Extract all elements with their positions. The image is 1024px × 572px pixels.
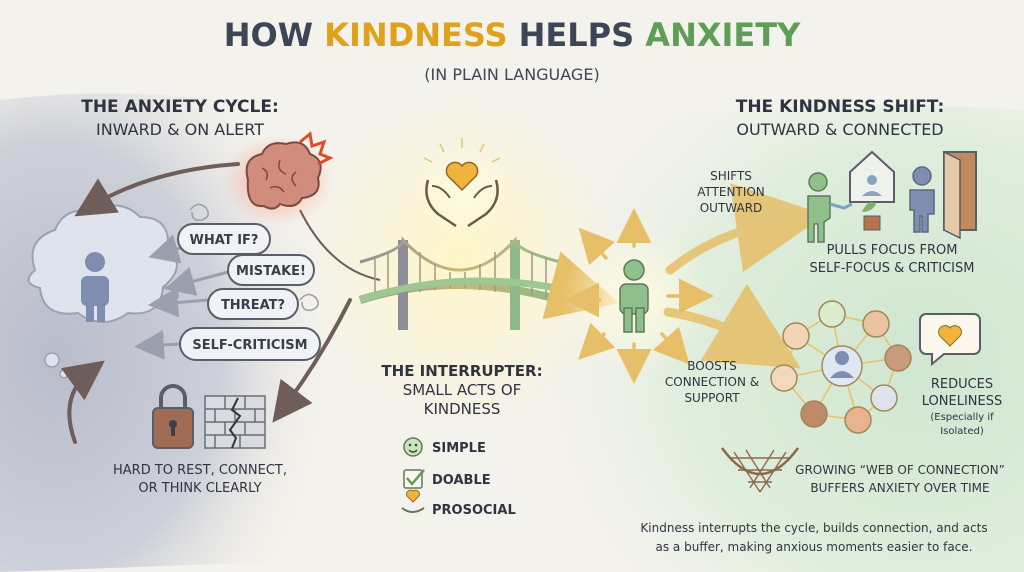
ray-up-left	[578, 227, 616, 266]
connection-web-nodes	[770, 300, 912, 434]
boosts-line3: SUPPORT	[684, 391, 740, 405]
heart-hands-icon	[425, 161, 499, 228]
boosts-line2: CONNECTION &	[665, 375, 759, 389]
door-icon	[909, 150, 977, 240]
thought-arrow-3	[148, 287, 209, 318]
boosts-line1: BOOSTS	[687, 359, 736, 373]
shift-arrow-lower	[663, 283, 801, 369]
interrupter-line3: KINDNESS	[424, 400, 501, 418]
shifts-line1: SHIFTS	[710, 169, 752, 183]
thought-what-if: WHAT IF?	[190, 233, 259, 248]
ray-down-left	[578, 322, 616, 360]
kindness-shift-heading: THE KINDNESS SHIFT:	[736, 97, 945, 117]
ray-down-right	[652, 326, 690, 365]
heart-rays	[423, 138, 501, 163]
web-line2: BUFFERS ANXIETY OVER TIME	[810, 481, 989, 495]
page-title: HOW KINDNESS HELPS ANXIETY	[224, 16, 801, 54]
cycle-caption-line1: HARD TO REST, CONNECT,	[113, 463, 287, 478]
kindness-shift-subheading: OUTWARD & CONNECTED	[736, 120, 943, 139]
chat-heart-icon	[919, 313, 981, 367]
web-line1: GROWING “WEB OF CONNECTION”	[795, 463, 1005, 477]
anxious-person-icon	[81, 252, 109, 322]
interrupter-item-simple: SIMPLE	[432, 441, 486, 456]
thought-threat: THREAT?	[221, 298, 285, 313]
thought-bubble-1	[177, 223, 271, 255]
calm-person-icon	[619, 259, 649, 333]
reduces-line1: REDUCES	[931, 377, 993, 392]
page-subtitle: (IN PLAIN LANGUAGE)	[424, 65, 599, 84]
interrupter-item-doable: DOABLE	[432, 473, 491, 488]
brain-to-bridge-line	[299, 209, 381, 281]
reduces-note-line1: (Especially if	[930, 412, 994, 423]
shift-arrow-upper	[665, 183, 826, 275]
thought-bubbles	[134, 223, 321, 361]
thought-bubble-4	[179, 327, 321, 361]
thought-arrow-2	[164, 266, 229, 296]
house-icon	[849, 150, 895, 203]
thought-self-criticism: SELF-CRITICISM	[192, 338, 307, 353]
interrupter-line1: THE INTERRUPTER:	[381, 362, 542, 380]
net-icon	[720, 447, 800, 493]
pulls-focus-line2: SELF-FOCUS & CRITICISM	[810, 261, 975, 276]
cycle-arrow-top	[74, 162, 240, 217]
anxiety-cycle-heading: THE ANXIETY CYCLE:	[81, 97, 279, 117]
alarm-burst-icon	[299, 131, 334, 166]
anxiety-cycle-subheading: INWARD & ON ALERT	[96, 120, 264, 139]
smiley-icon	[403, 437, 423, 457]
interrupter-item-prosocial: PROSOCIAL	[432, 503, 516, 518]
thought-bubble-3	[207, 288, 299, 320]
footer-line2: as a buffer, making anxious moments easi…	[656, 540, 973, 554]
pulls-focus-line1: PULLS FOCUS FROM	[827, 243, 958, 258]
reduces-line2: LONELINESS	[922, 394, 1002, 409]
center-glow	[300, 90, 620, 430]
anxious-person-cloud	[27, 204, 178, 379]
footer-line1: Kindness interrupts the cycle, builds co…	[640, 521, 987, 535]
thought-arrow-4	[134, 329, 181, 360]
cycle-arrow-down	[272, 298, 352, 423]
bridge-arrow	[358, 251, 620, 320]
cracked-wall-icon	[204, 395, 266, 449]
cycle-caption-line2: OR THINK CLEARLY	[138, 481, 261, 496]
brain-icon	[245, 141, 322, 210]
shifts-line2: ATTENTION	[697, 185, 765, 199]
reduces-note-line2: Isolated)	[940, 426, 984, 437]
heart-hand-icon	[401, 489, 425, 513]
watering-icon	[807, 172, 881, 243]
lock-icon	[152, 384, 194, 449]
thought-bubble-2	[227, 254, 315, 286]
shifts-line3: OUTWARD	[700, 201, 763, 215]
interrupter-line2: SMALL ACTS OF	[403, 381, 522, 399]
cycle-arrow-bottom-left	[60, 360, 105, 444]
checkbox-icon	[403, 469, 425, 489]
thought-mistake: MISTAKE!	[236, 264, 306, 279]
